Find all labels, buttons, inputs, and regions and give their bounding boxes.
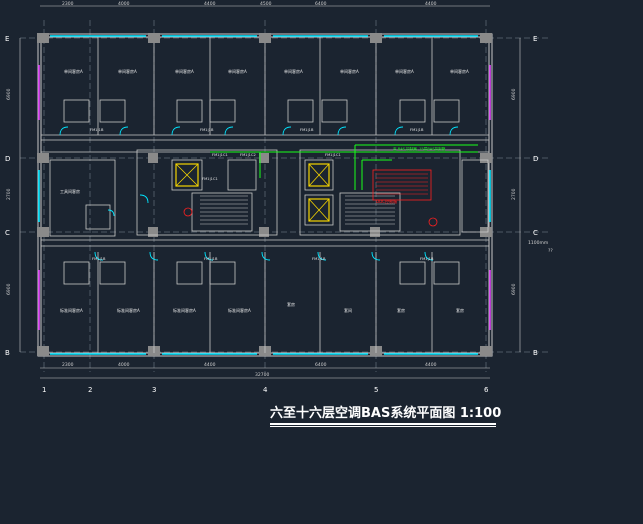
room-top-3: 单间客房A bbox=[175, 68, 194, 74]
title-underline-thin bbox=[270, 426, 496, 427]
room-top-8: 单间客房A bbox=[450, 68, 469, 74]
axis-row-D-right: D bbox=[533, 155, 538, 163]
column-axis-labels: 1 2 3 4 5 6 bbox=[42, 386, 489, 394]
fcu-tags-top: FM1|1B FM1|1B FM1|1B FM1|1B bbox=[90, 128, 424, 132]
top-rooms bbox=[41, 37, 489, 141]
room-top-4: 单间客房A bbox=[228, 68, 247, 74]
dim-top-6: 4400 bbox=[425, 1, 437, 7]
ddc-box bbox=[372, 169, 432, 201]
room-left-mid: 工具间客房 bbox=[60, 188, 80, 194]
axis-col-4: 4 bbox=[263, 386, 268, 394]
fcu-tag-bot-4: FM1|1B bbox=[420, 257, 434, 261]
room-bot-1: 标准间客房A bbox=[60, 307, 83, 313]
left-mid-room bbox=[49, 159, 116, 237]
left-stairs bbox=[200, 195, 248, 225]
bottom-dimensions: 2300 4000 4400 6400 4400 32700 bbox=[62, 362, 437, 378]
dim-top-5: 6400 bbox=[315, 1, 327, 7]
axis-col-2: 2 bbox=[88, 386, 92, 394]
fcu-tag-top-1: FM1|1B bbox=[90, 128, 104, 132]
bottom-rooms bbox=[63, 252, 460, 353]
dim-left-3: 6900 bbox=[6, 283, 12, 295]
dim-right-note: 1100mm bbox=[528, 240, 548, 246]
room-bot-6: 套间 bbox=[344, 307, 352, 313]
dim-bot-3: 4400 bbox=[204, 362, 216, 368]
bottom-dimension-lines bbox=[40, 367, 490, 379]
dim-right-note2: ?? bbox=[548, 248, 553, 254]
axis-row-E-right: E bbox=[533, 35, 537, 43]
room-bot-8: 套房 bbox=[456, 307, 464, 313]
fcu-tag-bot-1: FM1|1B bbox=[92, 257, 106, 261]
dim-bot-1: 2300 bbox=[62, 362, 74, 368]
fcu-tag-top-3: FM1|1B bbox=[300, 128, 314, 132]
fcu-tags-bottom: FM1|1B FM1|1B FM1|1B FM1|1B bbox=[92, 257, 434, 261]
ddc-label: DDC控制箱 bbox=[376, 198, 397, 204]
axis-col-1: 1 bbox=[42, 386, 46, 394]
axis-row-D: D bbox=[5, 155, 10, 163]
dim-left-2: 2700 bbox=[6, 188, 12, 200]
axis-col-5: 5 bbox=[374, 386, 378, 394]
dim-bot-4: 6400 bbox=[315, 362, 327, 368]
fcu-tag-top-4: FM1|1B bbox=[410, 128, 424, 132]
axis-row-C-right: C bbox=[533, 229, 538, 237]
room-top-2: 单间客房A bbox=[118, 68, 137, 74]
room-bot-5: 套房 bbox=[287, 301, 295, 307]
room-bot-4: 标准间客房A bbox=[228, 307, 251, 313]
fcu-tag-mid-3: FM1|1C1 bbox=[325, 153, 341, 157]
axis-row-B-right: B bbox=[533, 349, 538, 357]
fcu-tag-mid-2: FM1|1C2 bbox=[240, 153, 256, 157]
room-top-1: 单间客房A bbox=[64, 68, 83, 74]
dim-right-3: 6900 bbox=[511, 283, 517, 295]
dim-top-1: 2300 bbox=[62, 1, 74, 7]
right-core bbox=[299, 149, 461, 236]
fcu-tag-bot-3: FM1|1B bbox=[312, 257, 326, 261]
dim-bot-2: 4000 bbox=[118, 362, 130, 368]
top-dimensions: 2300 4000 4400 4500 6400 4400 bbox=[62, 1, 437, 7]
room-bot-2: 标准间客房A bbox=[117, 307, 140, 313]
windows-magenta bbox=[38, 65, 491, 330]
right-mid-room bbox=[461, 159, 489, 233]
dim-right-1: 6900 bbox=[511, 88, 517, 100]
room-bot-3: 标准间客房A bbox=[173, 307, 196, 313]
axis-row-C: C bbox=[5, 229, 10, 237]
dim-top-3: 4400 bbox=[204, 1, 216, 7]
windows-cyan bbox=[38, 35, 491, 355]
dim-right-2: 2700 bbox=[511, 188, 517, 200]
right-elevators bbox=[308, 163, 330, 222]
fire-markers bbox=[183, 207, 438, 227]
top-room-labels: 单间客房A 单间客房A 单间客房A 单间客房A 单间客房A 单间客房A 单间客房… bbox=[64, 68, 469, 74]
room-top-7: 单间客房A bbox=[395, 68, 414, 74]
bottom-room-labels: 标准间客房A 标准间客房A 标准间客房A 标准间客房A 套房 套间 套房 套房 bbox=[60, 301, 464, 313]
fcu-tag-bot-2: FM1|1B bbox=[204, 257, 218, 261]
dim-left-1: 6900 bbox=[6, 88, 12, 100]
fcu-tags-mid: FM1|1C1 FM1|1C2 FM1|1C1 FM1|1C1 bbox=[202, 153, 341, 181]
axis-row-E: E bbox=[5, 35, 9, 43]
fcu-tag-mid-1: FM1|1C1 bbox=[212, 153, 228, 157]
room-bot-7: 套房 bbox=[397, 307, 405, 313]
fcu-tag-top-2: FM1|1B bbox=[200, 128, 214, 132]
axis-col-3: 3 bbox=[152, 386, 156, 394]
drawing-title: 六至十六层空调BAS系统平面图 1:100 bbox=[270, 406, 502, 421]
doors bbox=[59, 126, 459, 261]
dim-top-2: 4000 bbox=[118, 1, 130, 7]
axis-col-6: 6 bbox=[484, 386, 489, 394]
bas-wiring bbox=[210, 144, 478, 190]
row-axis-labels: E D C B E D C B bbox=[5, 35, 538, 357]
room-top-6: 单间客房A bbox=[340, 68, 359, 74]
left-elevators bbox=[175, 163, 199, 187]
fcu-tag-mid-4: FM1|1C1 bbox=[202, 177, 218, 181]
title-underline bbox=[270, 423, 496, 425]
axis-row-B: B bbox=[5, 349, 10, 357]
bas-note: 至 BAS 控制器, 15层BAS控制箱 bbox=[393, 146, 446, 151]
room-top-5: 单间客房A bbox=[284, 68, 303, 74]
dim-bot-total: 32700 bbox=[255, 372, 269, 378]
dim-top-4: 4500 bbox=[260, 1, 272, 7]
right-stairs bbox=[345, 195, 395, 225]
dim-bot-5: 4400 bbox=[425, 362, 437, 368]
